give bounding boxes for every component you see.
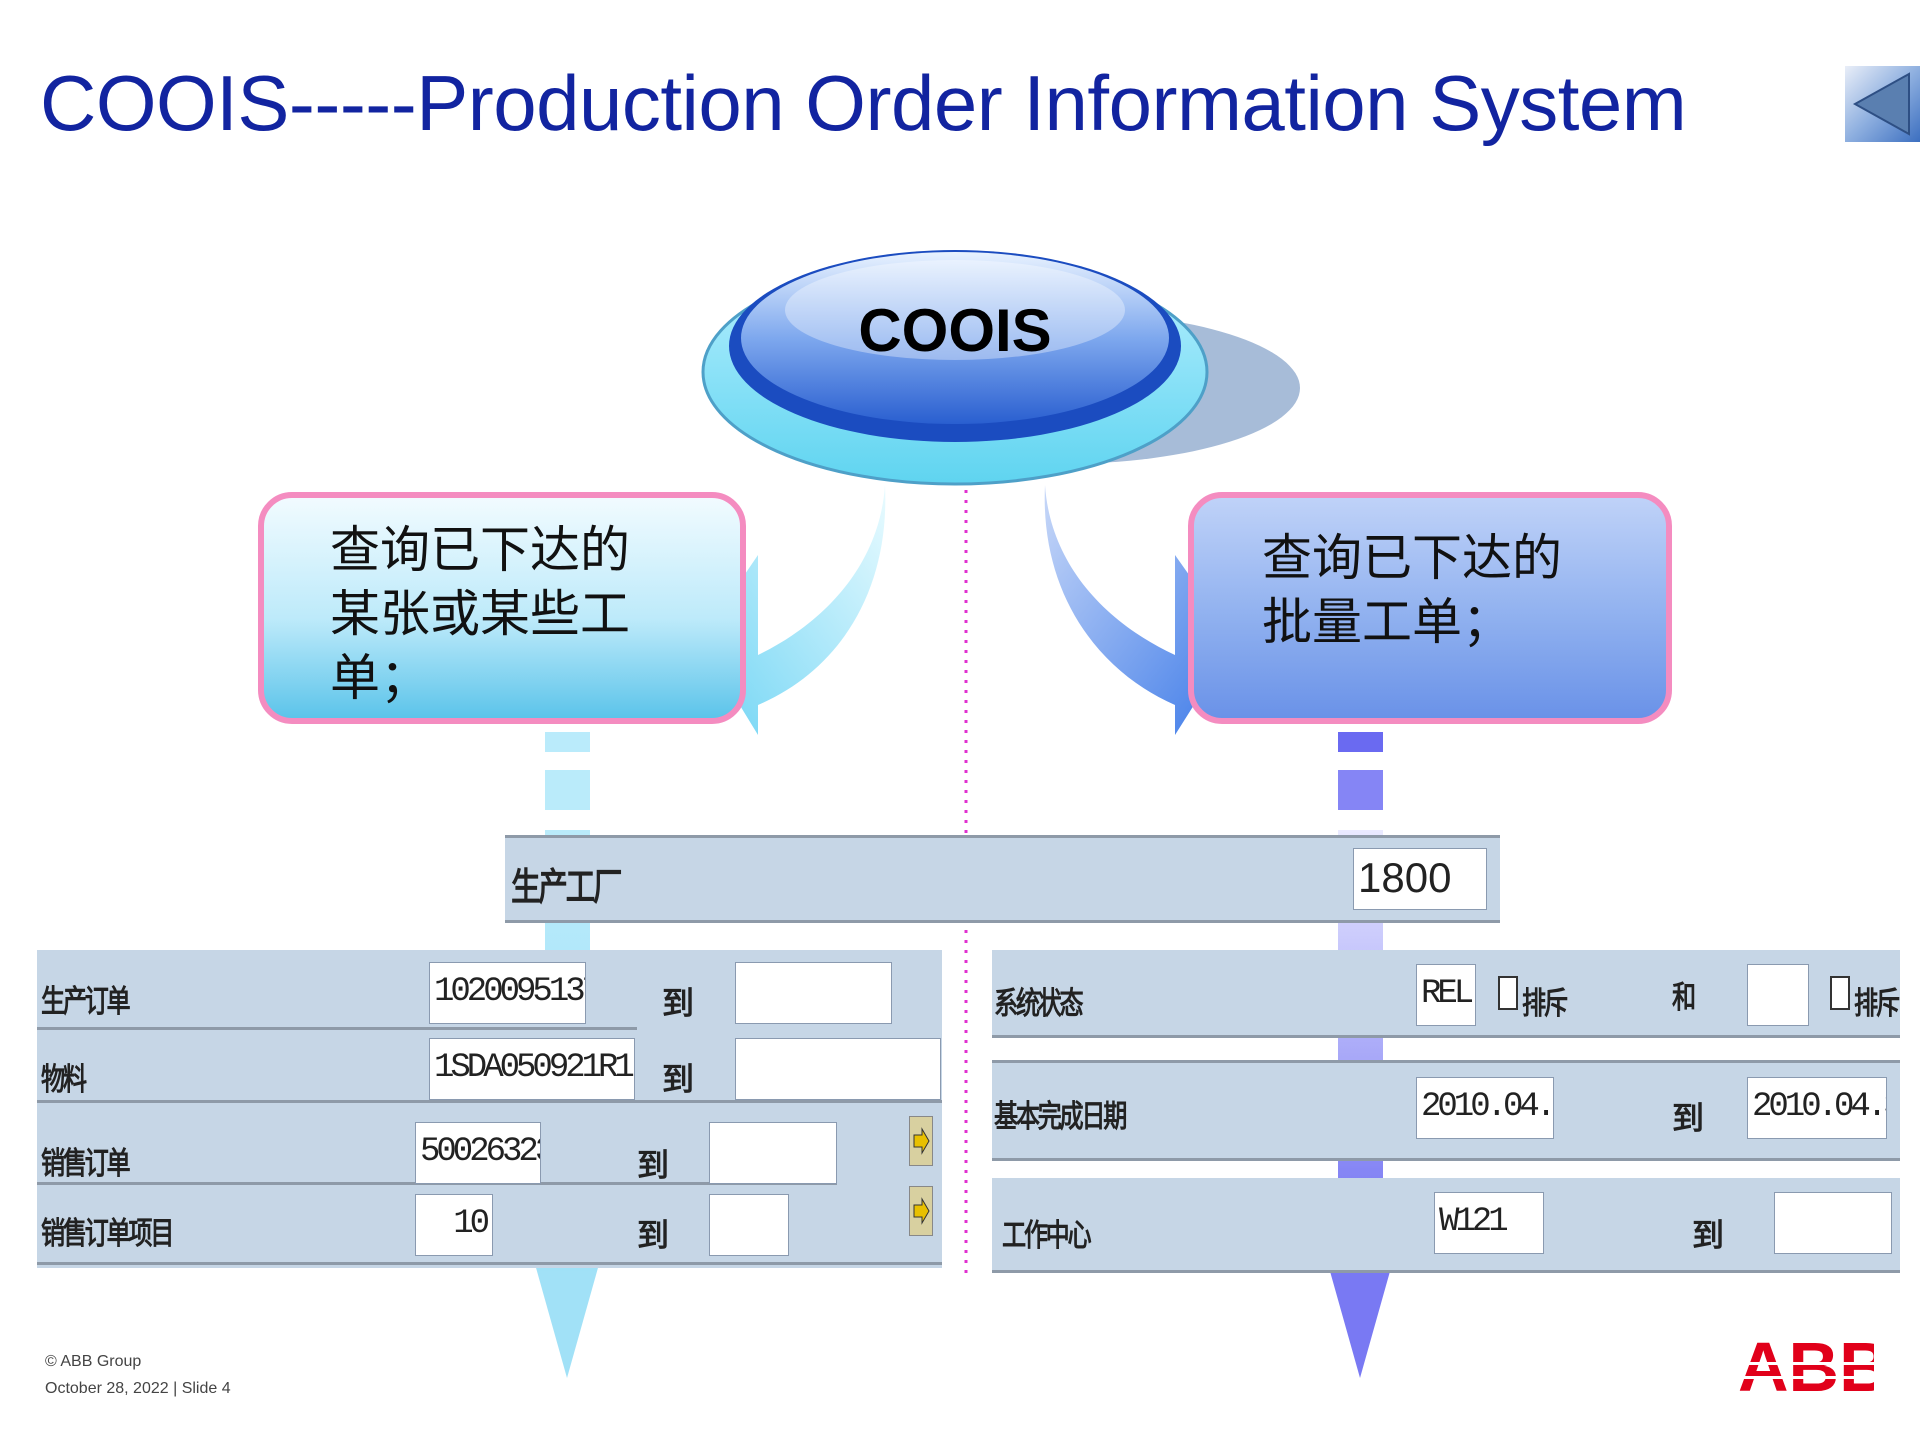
callout-right: 查询已下达的 批量工单； [1188,492,1672,724]
work-center-label: 工作中心 [1002,1218,1092,1254]
hub-label: COOIS [858,297,1052,364]
curved-arrow-right [1044,485,1235,735]
plant-label: 生产工厂 [511,865,623,909]
curved-arrow-left [700,485,886,735]
sales-order-item-to-label: 到 [637,1216,670,1254]
status-exclude-checkbox-2[interactable] [1830,976,1850,1010]
back-button[interactable] [1845,66,1920,142]
work-center-row: 工作中心 W121 到 [992,1178,1900,1273]
sales-order-multi-select-button[interactable] [909,1116,933,1166]
sales-order-item-multi-select-button[interactable] [909,1186,933,1236]
sales-order-item-from-input[interactable]: 10 [415,1194,493,1256]
finish-date-row: 基本完成日期 2010.04.26 到 2010.04.30 [992,1060,1900,1161]
sales-order-to-label: 到 [637,1146,670,1184]
status-exclude-label-2: 排斥 [1854,986,1900,1022]
system-status-label: 系统状态 [994,986,1084,1022]
basic-finish-date-to-label: 到 [1672,1099,1705,1137]
callout-left-text: 查询已下达的 某张或某些工 单； [330,521,630,707]
triangle-left-icon [1852,72,1910,136]
sales-order-item-to-input[interactable] [709,1194,789,1256]
arrow-right-icon [913,1127,930,1155]
left-form-panel: 生产订单 1020095137 到 物料 1SDA050921R1 到 销售订单… [37,950,942,1268]
right-form-panel: 系统状态 REL 排斥 和 排斥 [992,950,1900,1038]
svg-text:ABB: ABB [1738,1336,1874,1396]
callout-left: 查询已下达的 某张或某些工 单； [258,492,746,724]
production-order-to-label: 到 [662,984,695,1022]
hub-ellipse [701,250,1300,486]
status-and-label: 和 [1672,980,1696,1016]
sales-order-from-input[interactable]: 500263230 [415,1122,541,1184]
arrow-right-icon [913,1197,930,1225]
work-center-to-input[interactable] [1774,1192,1892,1254]
sales-order-item-label: 销售订单项目 [41,1216,174,1252]
production-order-to-input[interactable] [735,962,892,1024]
production-order-from-input[interactable]: 1020095137 [429,962,586,1024]
slide-date-text: October 28, 2022 | Slide 4 [45,1380,231,1397]
sales-order-to-input[interactable] [709,1122,837,1184]
system-status-input-2[interactable] [1747,964,1809,1026]
copyright-text: © ABB Group [45,1353,142,1370]
basic-finish-date-label: 基本完成日期 [994,1099,1127,1135]
work-center-to-label: 到 [1692,1216,1725,1254]
page-title: COOIS-----Production Order Information S… [40,59,1687,147]
status-exclude-checkbox[interactable] [1498,976,1518,1010]
material-label: 物料 [41,1062,87,1098]
material-to-input[interactable] [735,1038,941,1100]
system-status-input[interactable]: REL [1416,964,1476,1026]
work-center-from-input[interactable]: W121 [1434,1192,1544,1254]
plant-input[interactable]: 1800 [1353,848,1487,910]
production-order-label: 生产订单 [41,984,131,1020]
down-arrow-right [1315,732,1405,1378]
plant-field-row: 生产工厂 1800 [505,835,1500,923]
material-from-input[interactable]: 1SDA050921R1 [429,1038,635,1100]
sales-order-label: 销售订单 [41,1146,131,1182]
basic-finish-date-from-input[interactable]: 2010.04.26 [1416,1077,1554,1139]
basic-finish-date-to-input[interactable]: 2010.04.30 [1747,1077,1887,1139]
status-exclude-label: 排斥 [1522,986,1568,1022]
abb-logo: ABB [1738,1336,1874,1396]
callout-right-text: 查询已下达的 批量工单； [1262,529,1562,651]
material-to-label: 到 [662,1060,695,1098]
